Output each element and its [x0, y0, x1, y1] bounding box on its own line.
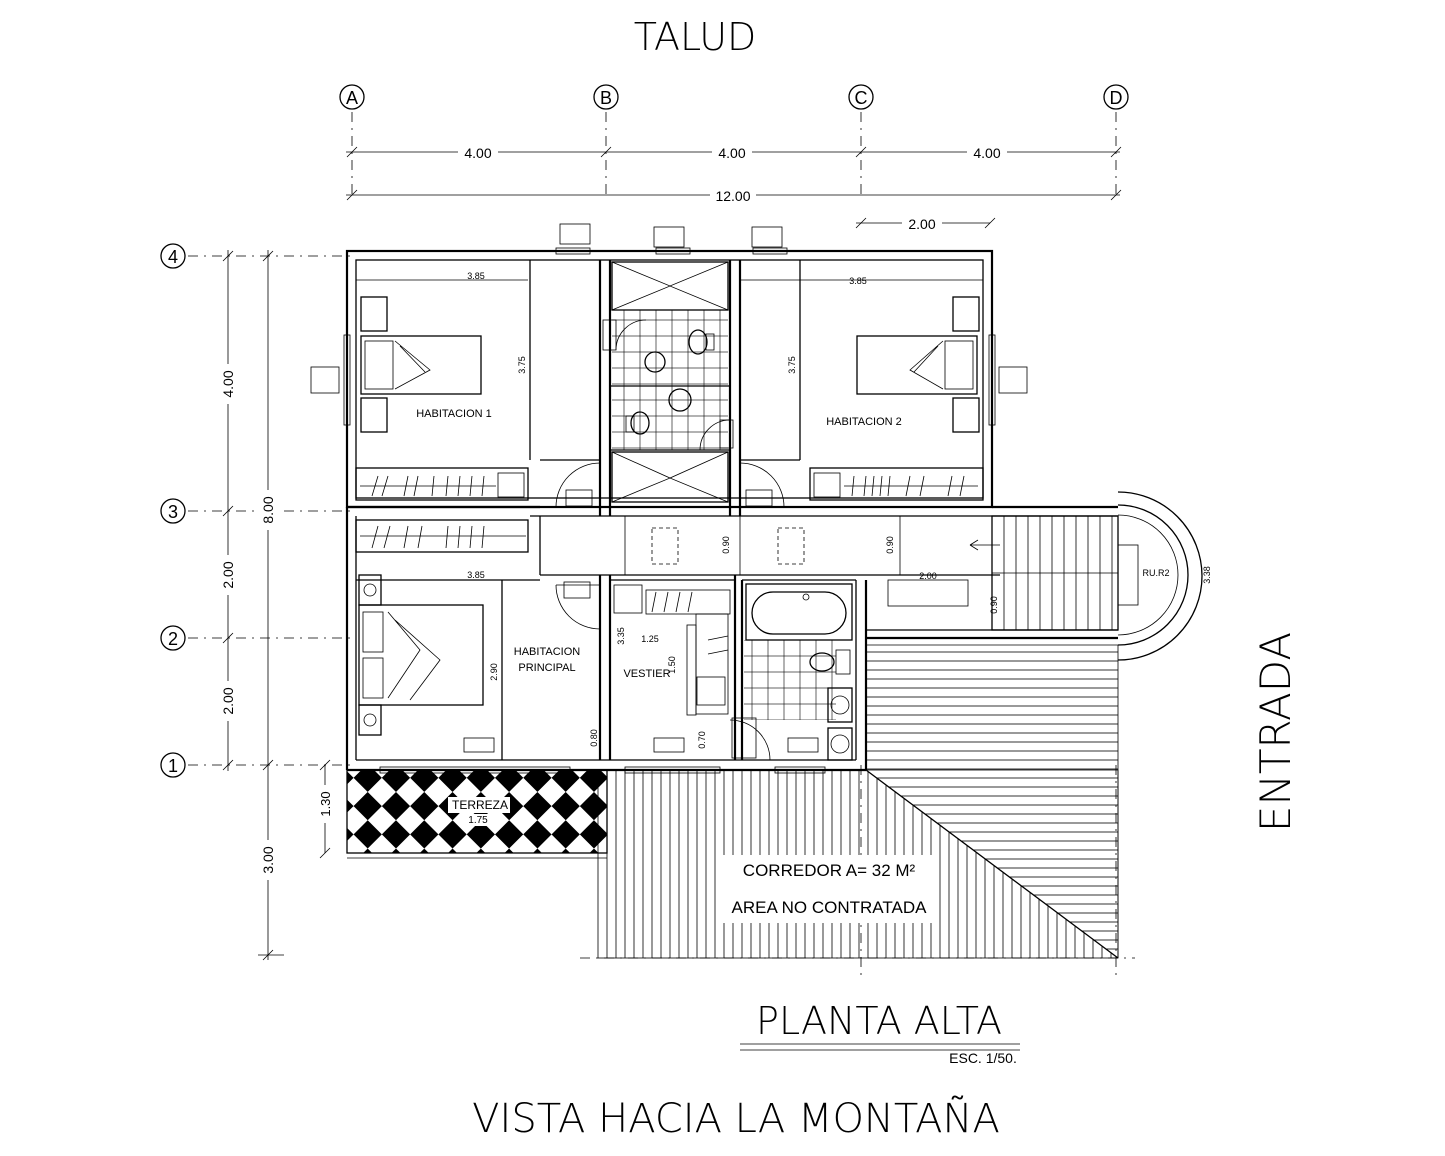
habitacion-principal-label-2: PRINCIPAL — [518, 662, 575, 674]
svg-text:1.25: 1.25 — [641, 634, 659, 644]
area-no-contratada-label: AREA NO CONTRATADA — [732, 898, 928, 917]
svg-text:0.80: 0.80 — [589, 729, 599, 747]
dim-left-bottom: 3.00 — [260, 846, 276, 873]
dim-top-sub: 2.00 — [908, 216, 935, 232]
axis-bubble-b: B — [593, 84, 619, 110]
dim-left-43: 4.00 — [220, 370, 236, 397]
habitacion-1-label: HABITACION 1 — [416, 408, 492, 420]
dim-top-bc: 4.00 — [718, 145, 745, 161]
axis-bubble-d: D — [1103, 84, 1129, 110]
axis-bubble-2: 2 — [160, 625, 186, 651]
dim-top-total: 12.00 — [715, 188, 750, 204]
dim-left-21: 2.00 — [220, 687, 236, 714]
windows — [310, 223, 1028, 774]
habitacion-2-label: HABITACION 2 — [826, 416, 902, 428]
svg-text:3.38: 3.38 — [1202, 566, 1212, 584]
door-swings — [555, 462, 785, 761]
svg-text:0.70: 0.70 — [697, 731, 707, 749]
master-bath — [731, 583, 853, 761]
svg-text:2.00: 2.00 — [919, 571, 937, 581]
corredor-area-label: CORREDOR A= 32 M² — [743, 861, 916, 880]
scale-label: ESC. 1/50. — [949, 1050, 1017, 1066]
vestier-label: VESTIER — [623, 668, 670, 680]
closet-1 — [355, 467, 529, 501]
title-block: PLANTA ALTA ESC. 1/50. — [740, 999, 1020, 1066]
vista-label: VISTA HACIA LA MONTAÑA — [472, 1094, 1000, 1142]
dim-left-32: 2.00 — [220, 561, 236, 588]
dim-left-total: 8.00 — [260, 496, 276, 523]
walls — [345, 249, 1118, 772]
svg-text:D: D — [1110, 88, 1123, 108]
planta-alta-title: PLANTA ALTA — [756, 999, 1002, 1043]
svg-text:2.90: 2.90 — [489, 663, 499, 681]
upper-baths — [602, 261, 734, 503]
closet-2 — [809, 467, 984, 501]
habitacion-2: 3.85 3.75 HABITACION 2 — [740, 276, 984, 501]
svg-text:0.90: 0.90 — [721, 536, 731, 554]
entrada-label: ENTRADA — [1251, 632, 1300, 832]
svg-text:C: C — [855, 88, 868, 108]
bed-2 — [856, 335, 978, 395]
hall: 0.90 0.90 2.00 — [624, 516, 970, 607]
axis-bubble-a: A — [339, 84, 365, 110]
svg-text:1.50: 1.50 — [667, 656, 677, 674]
svg-text:2: 2 — [168, 629, 178, 649]
svg-text:3.85: 3.85 — [467, 570, 485, 580]
svg-text:3.85: 3.85 — [849, 276, 867, 286]
column-axes: A B C D — [339, 84, 1129, 200]
dim-top-cd: 4.00 — [973, 145, 1000, 161]
vestier: 1.25 3.35 1.50 VESTIER 0.70 — [613, 584, 731, 749]
left-dimensions: 4.00 2.00 2.00 8.00 3.00 1.30 — [218, 250, 334, 961]
dim-terrace: 1.30 — [318, 791, 333, 816]
axis-bubble-4: 4 — [160, 243, 186, 269]
svg-text:1: 1 — [168, 756, 178, 776]
svg-text:3: 3 — [168, 502, 178, 522]
talud-label: TALUD — [634, 15, 757, 59]
svg-text:A: A — [346, 88, 358, 108]
terraza-label: TERREZA — [452, 798, 508, 812]
terraza: TERREZA 1.75 — [346, 769, 608, 859]
svg-text:4: 4 — [168, 247, 178, 267]
svg-text:3.35: 3.35 — [616, 627, 626, 645]
axis-bubble-3: 3 — [160, 498, 186, 524]
top-dimensions: 4.00 4.00 4.00 12.00 2.00 — [346, 142, 1122, 232]
svg-text:0.90: 0.90 — [989, 596, 999, 614]
bed-principal — [358, 604, 484, 706]
axis-bubble-c: C — [848, 84, 874, 110]
habitacion-principal-label-1: HABITACION — [514, 646, 580, 658]
bed-1 — [360, 335, 482, 395]
svg-text:3.75: 3.75 — [787, 356, 797, 374]
corredor-deck: CORREDOR A= 32 M² AREA NO CONTRATADA — [580, 644, 1135, 975]
row-axes: 4 3 2 1 — [160, 243, 352, 778]
stair: 0.90 RU.R2 3.38 — [969, 491, 1212, 661]
svg-text:1.75: 1.75 — [468, 815, 488, 826]
habitacion-principal: 3.85 2.90 HABITACION PRINCIPAL 0.80 — [355, 519, 599, 747]
svg-text:3.85: 3.85 — [467, 271, 485, 281]
svg-text:3.75: 3.75 — [517, 356, 527, 374]
svg-text:B: B — [600, 88, 612, 108]
dim-top-ab: 4.00 — [464, 145, 491, 161]
svg-text:RU.R2: RU.R2 — [1142, 568, 1169, 578]
axis-bubble-1: 1 — [160, 752, 186, 778]
habitacion-1: 3.85 3.75 HABITACION 1 — [355, 271, 529, 501]
svg-text:0.90: 0.90 — [885, 536, 895, 554]
